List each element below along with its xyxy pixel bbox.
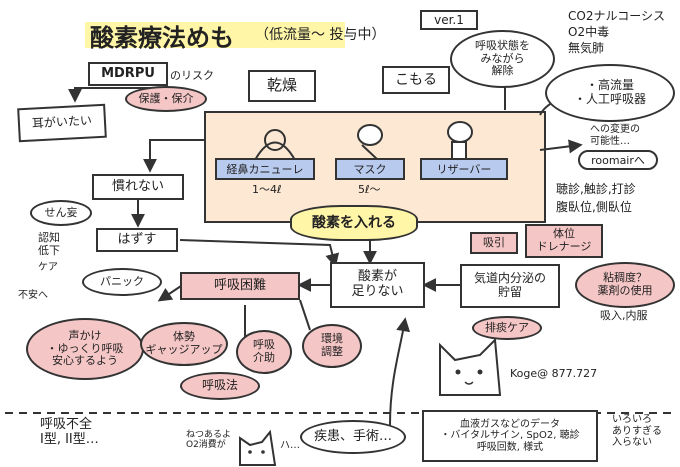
care-text: ケア (38, 262, 58, 273)
line-konnan-kankyo (299, 299, 311, 331)
arrow-hazusu-to-tarinai (179, 239, 340, 268)
fuan-text: 不安へ (18, 290, 48, 301)
kokyu-konnan-box: 呼吸困難 (180, 272, 300, 300)
arrow-panel-to-narenai (143, 139, 205, 173)
signature: Koge@ 877.727 (510, 367, 598, 380)
note-exam: 聴診,触診,打診 腹臥位,側臥位 (556, 182, 636, 214)
mask-icon (357, 124, 383, 161)
sanso-tarinai-box: 酸素が 足りない (330, 262, 425, 308)
arrow-panel-to-roomair (539, 139, 583, 154)
title-highlight (85, 22, 345, 48)
taisei-bubble: 体勢 ギャッジアップ (140, 322, 228, 366)
nasal-cannula-icon (254, 129, 296, 161)
page-title: 酸素療法めも (90, 24, 234, 52)
komoru-box: こもる (382, 66, 450, 94)
small-cat-illustration (239, 429, 277, 466)
mdrpu-suffix: のリスク (170, 69, 214, 82)
cat-illustration (439, 337, 502, 396)
koekake-bubble: 声かけ ・ゆっくり呼吸 安心するよう (26, 318, 144, 380)
arrow-mdrpu-to-mimi (68, 87, 170, 103)
mdrpu-box: MDRPU (88, 62, 168, 86)
data-box: 血液ガスなどのデータ ・バイタルサイン, SpO2, 聴診 呼吸回数, 様式 (422, 410, 598, 462)
bubble-release-note: 呼吸状態を みながら 解除 (450, 30, 555, 88)
hogo-bubble: 保護・保介 (125, 86, 207, 112)
nenchodo-bubble: 粘稠度？ 薬剤の使用 (575, 262, 675, 308)
bubble-high-flow: ・高流量 ・人工呼吸器 (545, 64, 675, 122)
iroiro-note: いろいろ ありすぎる 入らない (612, 414, 662, 448)
kyuin-box: 吸引 (470, 232, 518, 254)
note-co2: CO2ナルコーシス (568, 9, 665, 23)
senmo-bubble: せん妄 (30, 200, 92, 226)
kido-box: 気道内分泌の 貯留 (460, 264, 560, 308)
version-badge: ver.1 (420, 10, 478, 30)
ninchi-text: 認知 低下 (38, 231, 60, 257)
roomair-label: roomairへ (578, 150, 658, 170)
device-mask: マスク (335, 158, 405, 180)
hazusu-box: はずす (96, 228, 178, 252)
page-subtitle: （低流量〜 投与中） (255, 27, 386, 43)
device-mask-flow: 5ℓ〜 (358, 183, 381, 196)
device-nasal-cannula-flow: 1〜4ℓ (252, 183, 282, 196)
device-reservoir: リザーバー (420, 158, 508, 180)
kyunyu-text: 吸入,内服 (600, 309, 648, 322)
taii-box: 体位 ドレナージ (525, 224, 603, 258)
disease-bubble: 疾患、手術… (300, 420, 406, 454)
note-change: への変更の 可能性… (590, 124, 640, 147)
cat-note: ねつあるよ O2消費が (186, 430, 232, 451)
panic-bubble: パニック (82, 268, 162, 296)
haitan-bubble: 排痰ケア (472, 316, 542, 340)
narenai-box: 慣れない (92, 174, 184, 200)
mimi-box: 耳がいたい (17, 103, 107, 143)
sanso-ireru-bubble: 酸素を入れる (290, 205, 418, 241)
device-nasal-cannula: 経鼻カニューレ (215, 158, 315, 180)
kokyuho-bubble: 呼吸法 (180, 372, 260, 400)
note-atelectasis: 無気肺 (568, 41, 605, 55)
bottom-left-note: 呼吸不全 I型, II型… (40, 417, 99, 447)
kanso-box: 乾燥 (248, 70, 316, 102)
arrow-disease-to-tarinai (389, 317, 411, 426)
kokyu-hojo-bubble: 呼吸 介助 (236, 330, 292, 374)
kankyo-bubble: 環境 調整 (302, 324, 362, 368)
cat-sigh: ハ… (280, 440, 300, 451)
note-o2: O2中毒 (568, 25, 610, 39)
